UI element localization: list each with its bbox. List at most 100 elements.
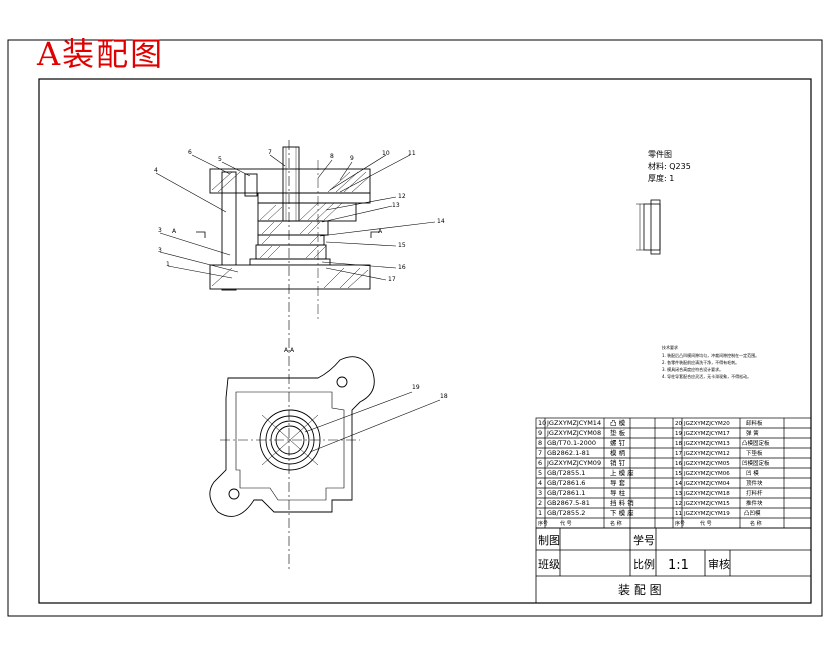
bom-right-name: 推件块 (746, 499, 763, 507)
drawing-title-banner: A装配图 (37, 35, 165, 73)
part-label-10: 10 (382, 150, 390, 157)
bom-right-code: JGZXYMZJCYM20 (683, 421, 730, 427)
bom-right-code: JGZXYMZJCYM17 (683, 431, 730, 437)
bom-right-name: 打料杆 (746, 489, 763, 497)
title-block-student-no-label: 学号 (633, 533, 655, 547)
tech-note-3: 3. 模具闭合高度应符合设计要求。 (662, 366, 723, 372)
bom-left-header-code: 代 号 (560, 520, 572, 527)
tech-note-4: 4. 导柱导套配合应灵活，无卡滞现象，不得松动。 (662, 373, 751, 379)
title-block-text: 制图 学号 班级 比例 1:1 审核 装 配 图 (538, 533, 730, 597)
bom-right-no: 17 (675, 451, 682, 457)
bom-right-code: JGZXYMZJCYM06 (683, 471, 730, 477)
part-label-4: 4 (154, 167, 158, 174)
part-label-13: 13 (392, 202, 400, 209)
bom-left-code: GB2867.5-81 (547, 499, 590, 507)
bom-left-name: 模 柄 (610, 448, 626, 457)
part-label-9: 9 (350, 155, 354, 162)
part-label-18: 18 (440, 393, 448, 400)
bom-right-name: 凸凹模 (744, 509, 761, 517)
part-info-title: 零件图 (648, 149, 672, 159)
bom-left-no: 6 (538, 459, 542, 467)
part-label-7: 7 (268, 149, 272, 156)
bom-left-code: JGZXYMZJCYM08 (546, 429, 601, 437)
section-view-title: A-A (284, 347, 295, 354)
drawing-frame (38, 78, 812, 604)
bom-right-no: 13 (675, 491, 682, 497)
bom-table (535, 417, 812, 529)
bom-right-name: 弹 簧 (746, 429, 759, 437)
bom-left-code: GB2862.1-81 (547, 449, 590, 457)
title-block-drawing-name: 装 配 图 (618, 583, 662, 597)
bom-right-no: 12 (675, 501, 682, 507)
bom-left-name: 凸 模 (610, 418, 626, 427)
bom-right-code: JGZXYMZJCYM15 (683, 501, 730, 507)
bom-right-no: 15 (675, 471, 682, 477)
bom-right-name: 卸料板 (746, 419, 763, 427)
title-block-scale-label: 比例 (633, 557, 655, 571)
sheet-border (7, 39, 823, 617)
title-block-drawn-label: 制图 (538, 534, 560, 547)
tech-note-1: 1. 装配后凸凹模间隙均匀，冲裁间隙控制在一定范围。 (662, 352, 759, 358)
part-label-1: 1 (166, 261, 170, 268)
bom-right-no: 14 (675, 481, 682, 487)
bom-left-code: GB/T2855.2 (547, 509, 585, 517)
bom-left-name: 导 柱 (610, 488, 626, 497)
bom-left-no: 3 (538, 489, 542, 497)
title-block-scale-value: 1:1 (668, 558, 689, 573)
part-label-3b: 3 (158, 247, 162, 254)
bom-left-no: 9 (538, 429, 542, 437)
bom-right-no: 20 (675, 421, 682, 427)
bom-right-header-code: 代 号 (700, 520, 712, 527)
bom-right-name: 顶件块 (746, 479, 763, 487)
bom-left-rows: 10 JGZXYMZJCYM14 凸 模 9 JGZXYMZJCYM08 垫 板… (538, 418, 634, 527)
plan-view (209, 356, 441, 517)
part-label-16: 16 (398, 264, 406, 271)
bom-left-name: 螺 钉 (610, 438, 626, 447)
tech-notes-title: 技术要求 (662, 344, 678, 350)
bom-left-name: 垫 板 (610, 428, 626, 437)
part-label-17: 17 (388, 276, 396, 283)
bom-left-name: 导 套 (610, 478, 626, 487)
title-block-review-label: 审核 (708, 557, 730, 571)
bom-left-code: JGZXYMZJCYM14 (546, 419, 601, 427)
bom-left-no: 7 (538, 449, 542, 457)
bom-right-no: 16 (675, 461, 682, 467)
bom-right-code: JGZXYMZJCYM18 (683, 491, 730, 497)
bom-right-name: 凸模固定板 (742, 439, 770, 447)
part-label-8: 8 (330, 153, 334, 160)
bom-right-header-name: 名 称 (750, 520, 762, 527)
part-label-6: 6 (188, 149, 192, 156)
bom-left-header-name: 名 称 (610, 520, 622, 527)
tech-note-2: 2. 各零件装配前应清洗干净，不得有毛刺。 (662, 359, 739, 365)
bom-right-rows: 20 JGZXYMZJCYM20 卸料板 19 JGZXYMZJCYM17 弹 … (675, 419, 770, 527)
bom-left-no: 1 (538, 509, 542, 517)
bom-left-code: GB/T2855.1 (547, 469, 585, 477)
part-info-material: 材料: Q235 (648, 161, 691, 171)
bom-left-code: JGZXYMZJCYM09 (546, 459, 601, 467)
part-label-5: 5 (218, 156, 222, 163)
tech-notes: 技术要求 1. 装配后凸凹模间隙均匀，冲裁间隙控制在一定范围。 2. 各零件装配… (662, 344, 759, 379)
bom-right-name: 下垫板 (746, 449, 763, 457)
front-section-view (196, 140, 380, 570)
bom-left-code: GB/T2861.6 (547, 479, 585, 487)
part-label-15: 15 (398, 242, 406, 249)
part-label-14: 14 (437, 218, 445, 225)
section-marker-left: A (172, 228, 177, 235)
part-detail-view (636, 199, 661, 255)
bom-left-no: 2 (538, 499, 542, 507)
bom-right-no: 18 (675, 441, 682, 447)
title-block (535, 527, 812, 604)
bom-right-code: JGZXYMZJCYM04 (683, 481, 730, 487)
bom-right-no: 19 (675, 431, 682, 437)
section-marker-right: A (378, 228, 383, 235)
part-label-19: 19 (412, 384, 420, 391)
bom-left-no: 5 (538, 469, 542, 477)
bom-left-code: GB/T2861.1 (547, 489, 585, 497)
bom-right-name: 凹模固定板 (742, 459, 770, 467)
bom-right-name: 凹 模 (746, 469, 759, 477)
bom-right-code: JGZXYMZJCYM05 (683, 461, 730, 467)
part-info-thickness: 厚度: 1 (648, 173, 674, 183)
part-label-11: 11 (408, 150, 416, 157)
bom-right-header-no: 序号 (675, 520, 685, 527)
bom-left-header-no: 序号 (538, 520, 548, 527)
